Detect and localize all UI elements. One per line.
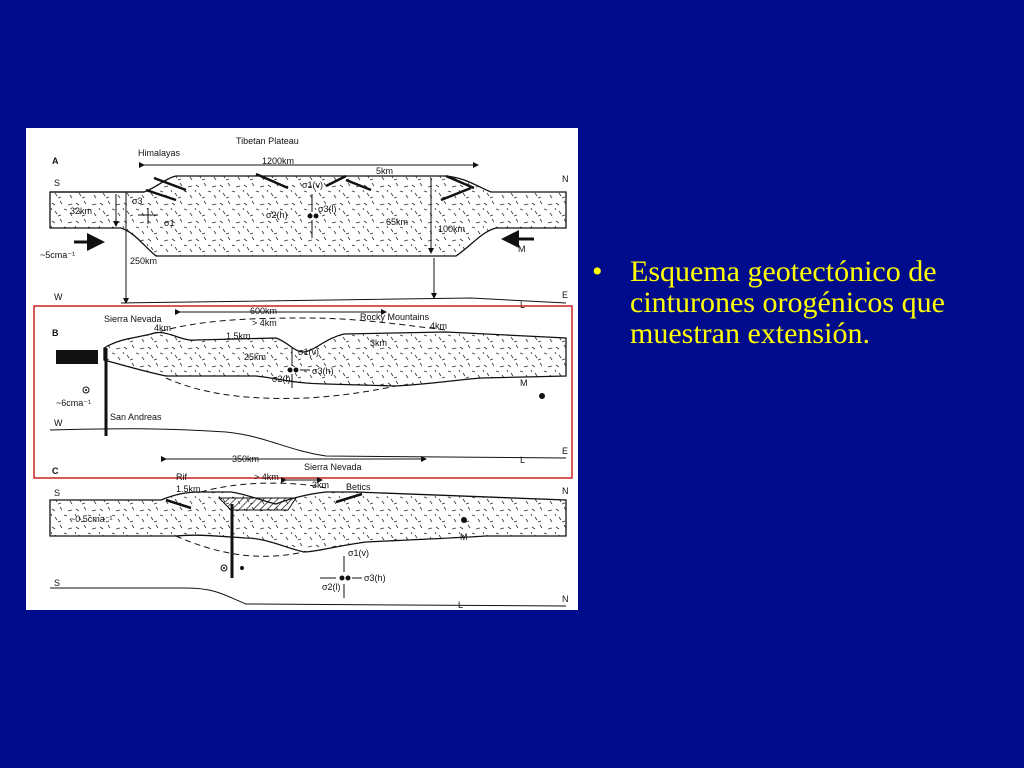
panel-a-sigma1v: σ1(v) [302,180,323,190]
panel-a-rate-label: ~5cma⁻¹ [40,250,75,260]
panel-a-lith-label: 100km [438,224,465,234]
panel-b-fault-label: San Andreas [110,412,162,422]
panel-b-rate-label: ~6cma⁻¹ [56,398,91,408]
panel-a-crust-label: 32km [70,206,92,216]
panel-a-crust2-label: 65km [386,217,408,227]
panel-c-n-label: N [562,486,569,496]
panel-c-s-label: S [54,488,60,498]
panel-a-stress-symbol-left [138,208,158,224]
panel-a-s-label: S [54,178,60,188]
panel-c-out-of-plane-symbol [220,564,228,572]
bullet-text: Esquema geotectónico de cinturones orogé… [630,255,945,350]
panel-b-extension-label: > 4km [252,318,277,328]
panel-b-letter: B [52,328,59,338]
panel-c-m-label: M [460,532,468,542]
panel-a-n-label: N [562,174,569,184]
panel-a-thrust-faults [145,172,475,202]
panel-b-left-range: Sierra Nevada [104,314,162,324]
panel-b-highlight-box [33,305,573,479]
panel-a-lithosphere-line [120,297,567,304]
panel-a-title: Tibetan Plateau [236,136,299,146]
panel-b-stress-symbol [287,348,310,388]
panel-b: B Sierra Nevada Rocky Mountains 600km > … [33,305,573,479]
panel-b-mid-elev: 1.5km [226,331,251,341]
orogen-cross-section-figure: A Tibetan Plateau Himalayas 1200km 5km 3… [26,128,578,610]
panel-a-range-label: Himalayas [138,148,181,158]
bullet-marker: • [592,255,603,288]
panel-a-sigma1: σ1 [164,218,175,228]
panel-b-width-label: 600km [250,306,277,316]
panel-b-sigma2l: σ2(l) [272,374,291,384]
panel-b-w-label: W [54,418,63,428]
panel-c-left-range: Rif [176,472,187,482]
panel-c-crust [49,491,567,553]
panel-c-sigma3h: σ3(h) [364,573,386,583]
cross-section-diagram: A Tibetan Plateau Himalayas 1200km 5km 3… [33,136,573,610]
panel-b-elev3: 3km [370,338,387,348]
panel-b-l-label: L [520,455,525,465]
panel-b-out-of-plane-symbol [82,386,90,394]
panel-c: C Rif Sierra Nevada Betics > 4km 1.5km 3… [49,462,569,610]
panel-c-l-label: L [458,600,463,610]
bullet-list: • Esquema geotectónico de cinturones oro… [592,256,992,349]
panel-c-rate-label: ~0.5cma⁻¹ [70,514,113,524]
panel-b-into-plane-symbol [539,393,545,399]
panel-c-letter: C [52,466,59,476]
panel-b-dashed-outline [150,317,447,335]
panel-b-crust [103,331,567,387]
panel-c-center-range: Sierra Nevada [304,462,362,472]
bullet-item: • Esquema geotectónico de cinturones oro… [592,256,992,349]
panel-b-depth-label: 25km [244,352,266,362]
panel-b-lithosphere-line [49,428,567,459]
panel-a-letter: A [52,156,59,166]
panel-c-extension-label: > 4km [254,472,279,482]
panel-c-right-range: Betics [346,482,371,492]
panel-b-sigma1v: σ1(v) [298,347,319,357]
panel-c-basin [217,497,297,511]
panel-b-m-label: M [520,378,528,388]
panel-b-sigma3h: σ3(h) [312,366,334,376]
panel-b-slab [56,350,98,364]
panel-b-left-elev: 4km [154,323,171,333]
panel-a-w-label: W [54,292,63,302]
panel-a-stress-symbol-center [307,194,319,238]
panel-c-left-elev: 1.5km [176,484,201,494]
panel-a-e-label: E [562,290,568,300]
panel-c-dashed-lower [175,535,305,557]
panel-c-into-plane-symbol [461,517,467,523]
panel-a-sigma2h: σ2(h) [266,210,288,220]
panel-a-elev-label: 5km [376,166,393,176]
panel-c-dashed-outline [200,482,327,493]
panel-b-right-elev: 4km [430,321,447,331]
panel-a-l-label: L [520,300,525,310]
panel-a-width-label: 1200km [262,156,294,166]
panel-a-sigma3l: σ3(l) [318,204,337,214]
panel-c-n2-label: N [562,594,569,604]
panel-a-m-label: M [518,244,526,254]
panel-b-width2-label: 350km [232,454,259,464]
panel-c-right-elev: 3km [312,480,329,490]
panel-c-lithosphere-line [50,587,567,607]
panel-b-e-label: E [562,446,568,456]
panel-c-faults [165,492,363,510]
panel-a-sigma3: σ3 [132,196,143,206]
panel-c-s2-label: S [54,578,60,588]
panel-b-right-range: Rocky Mountains [360,312,430,322]
panel-a: A Tibetan Plateau Himalayas 1200km 5km 3… [40,136,569,310]
panel-c-stress-symbol [320,556,362,598]
panel-c-sigma2l: σ2(l) [322,582,341,592]
panel-c-sigma1v: σ1(v) [348,548,369,558]
panel-a-lith2-label: 250km [130,256,157,266]
